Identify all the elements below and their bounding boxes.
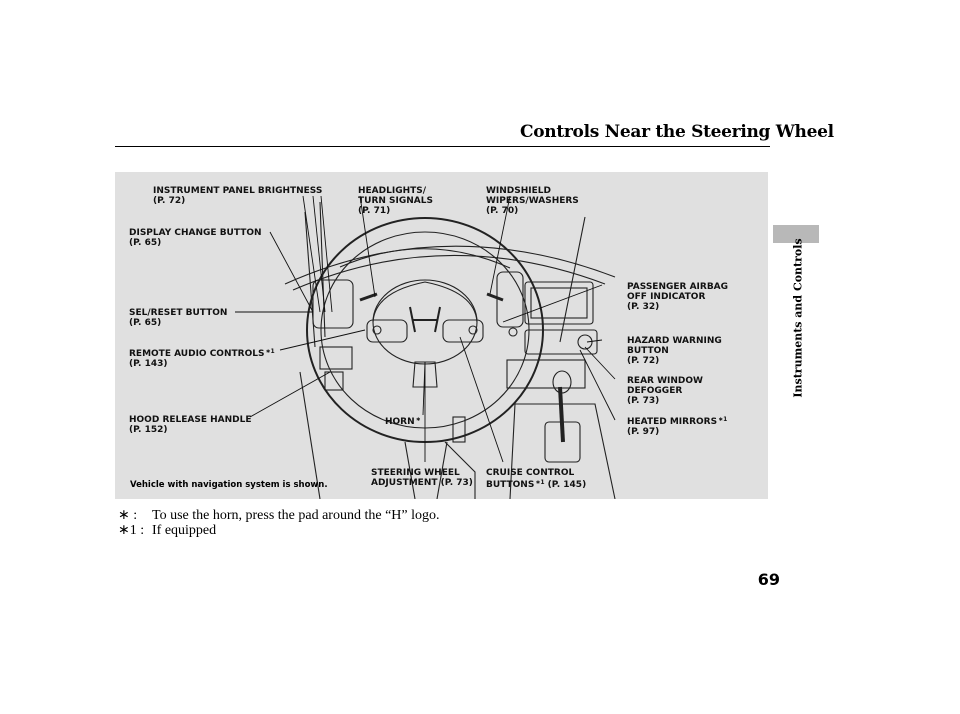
instrument-panel-brightness-label: INSTRUMENT PANEL BRIGHTNESS (153, 186, 323, 196)
cruise-buttons-label: BUTTONS (486, 480, 535, 490)
passenger-airbag-page: (P. 32) (627, 302, 660, 312)
dashboard-illustration (235, 195, 616, 499)
display-change-callout: DISPLAY CHANGE BUTTON (P. 65) (129, 228, 262, 248)
heated-mirrors-label: HEATED MIRRORS (627, 417, 718, 427)
hazard-label: HAZARD WARNING (627, 336, 722, 346)
horn-mark: ∗ (415, 416, 421, 423)
headlights-callout: HEADLIGHTS/ TURN SIGNALS (P. 71) (358, 186, 433, 216)
windshield-page: (P. 70) (486, 206, 519, 216)
steering-adjust-callout: STEERING WHEEL ADJUSTMENT (P. 73) (371, 468, 473, 488)
cruise-mark: ∗1 (535, 479, 545, 486)
cruise-control-callout: CRUISE CONTROL BUTTONS∗1 (P. 145) (486, 468, 586, 490)
footnote-mark: ∗1 : (118, 523, 145, 538)
steering-adjust-page: (P. 73) (440, 478, 473, 488)
adjustment-label: ADJUSTMENT (371, 478, 438, 488)
section-tab (773, 225, 819, 243)
passenger-airbag-callout: PASSENGER AIRBAG OFF INDICATOR (P. 32) (627, 282, 728, 312)
remote-audio-label: REMOTE AUDIO CONTROLS (129, 349, 265, 359)
dashboard-figure: INSTRUMENT PANEL BRIGHTNESS (P. 72) HEAD… (115, 172, 768, 499)
display-change-label: DISPLAY CHANGE BUTTON (129, 228, 262, 238)
remote-audio-mark: ∗1 (265, 348, 275, 355)
sel-reset-label: SEL/RESET BUTTON (129, 308, 228, 318)
sel-reset-page: (P. 65) (129, 318, 162, 328)
footnote-equipped: ∗1 : If equipped (118, 522, 216, 539)
passenger-airbag-label: PASSENGER AIRBAG (627, 282, 729, 292)
windshield-label: WINDSHIELD (486, 186, 551, 196)
remote-audio-page: (P. 143) (129, 359, 168, 369)
cruise-control-label: CRUISE CONTROL (486, 468, 575, 478)
footnote-mark: ∗ : (118, 508, 138, 523)
page-number: 69 (757, 570, 780, 589)
hood-release-page: (P. 152) (129, 425, 168, 435)
sel-reset-callout: SEL/RESET BUTTON (P. 65) (129, 308, 227, 328)
hazard-callout: HAZARD WARNING BUTTON (P. 72) (627, 336, 722, 366)
hazard-button-label: BUTTON (627, 346, 669, 356)
figure-note: Vehicle with navigation system is shown. (130, 480, 328, 490)
rear-window-label: REAR WINDOW (627, 376, 703, 386)
hood-release-callout: HOOD RELEASE HANDLE (P. 152) (129, 415, 252, 435)
hazard-page: (P. 72) (627, 356, 660, 366)
footnote-text: To use the horn, press the pad around th… (152, 508, 440, 523)
instrument-panel-brightness-page: (P. 72) (153, 196, 186, 206)
cruise-page: (P. 145) (547, 480, 587, 490)
page-title: Controls Near the Steering Wheel (520, 122, 834, 142)
heated-mirrors-page: (P. 97) (627, 427, 660, 437)
defogger-label: DEFOGGER (627, 386, 683, 396)
remote-audio-callout: REMOTE AUDIO CONTROLS∗1 (P. 143) (129, 347, 275, 369)
wipers-washers-label: WIPERS/WASHERS (486, 196, 579, 206)
footnote-text: If equipped (152, 523, 217, 538)
title-rule (115, 146, 770, 147)
horn-label: HORN (385, 417, 415, 427)
windshield-callout: WINDSHIELD WIPERS/WASHERS (P. 70) (486, 186, 579, 216)
headlights-page: (P. 71) (358, 206, 391, 216)
turn-signals-label: TURN SIGNALS (358, 196, 433, 206)
rear-window-page: (P. 73) (627, 396, 660, 406)
horn-callout: HORN∗ (385, 415, 421, 427)
heated-mirrors-callout: HEATED MIRRORS∗1 (P. 97) (627, 415, 727, 437)
headlights-label: HEADLIGHTS/ (358, 186, 427, 196)
rear-window-callout: REAR WINDOW DEFOGGER (P. 73) (627, 376, 703, 406)
instrument-panel-brightness-callout: INSTRUMENT PANEL BRIGHTNESS (P. 72) (153, 186, 322, 206)
steering-wheel-label: STEERING WHEEL (371, 468, 460, 478)
section-label: Instruments and Controls (791, 238, 805, 398)
heated-mirrors-mark: ∗1 (718, 416, 728, 423)
hood-release-label: HOOD RELEASE HANDLE (129, 415, 252, 425)
display-change-page: (P. 65) (129, 238, 162, 248)
off-indicator-label: OFF INDICATOR (627, 292, 706, 302)
footnote-horn: ∗ : To use the horn, press the pad around… (118, 507, 440, 524)
